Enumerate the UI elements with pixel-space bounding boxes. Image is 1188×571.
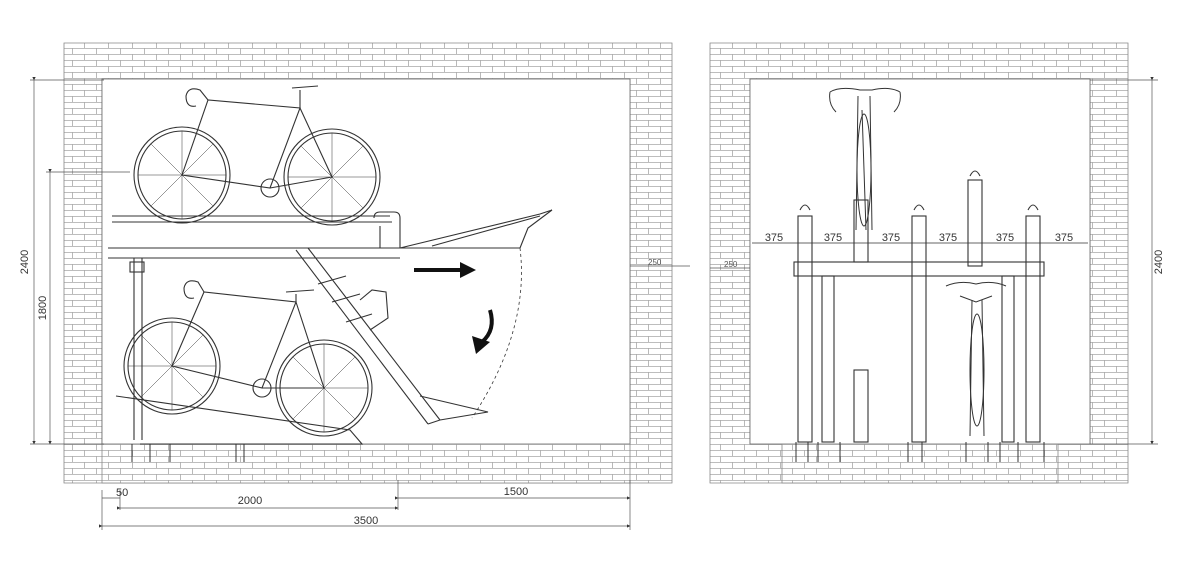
- upper-bike: [133, 85, 381, 226]
- dim-ceiling-gap: 250: [648, 258, 662, 267]
- dim-height-total: 2400: [19, 250, 31, 274]
- room-interior: [101, 78, 631, 445]
- floor-anchors: [131, 444, 245, 462]
- front-spacing-labels: 375 375 375 375 375 375: [765, 232, 1073, 244]
- front-dimension-lines: [710, 76, 1158, 445]
- front-upper-bike: [829, 87, 901, 231]
- swing-down-arrow: [480, 309, 494, 344]
- upper-bike-front-wheel: [133, 126, 231, 224]
- front-spacing-3: 375: [882, 232, 900, 244]
- dim-offset-left: 50: [116, 487, 128, 499]
- upper-bike-rear-wheel: [283, 128, 381, 226]
- side-view: 2400 1800 50 2000 1500 3500 250: [19, 42, 690, 530]
- front-spacing-4: 375: [939, 232, 957, 244]
- front-floor-anchors: [795, 442, 1045, 462]
- floor-bricks: [101, 443, 631, 484]
- front-dim-offset-left: 250: [724, 260, 738, 269]
- front-floor-bricks: [781, 443, 1059, 484]
- front-spacing-5: 375: [996, 232, 1014, 244]
- front-spacing-1: 375: [765, 232, 783, 244]
- dim-pull-out: 1500: [504, 486, 528, 498]
- front-dim-height-total: 2400: [1153, 250, 1165, 274]
- front-lower-bike: [945, 281, 1007, 437]
- front-beam: [752, 242, 1088, 277]
- upper-deck: [108, 209, 553, 440]
- dim-total-length: 3500: [354, 515, 378, 527]
- front-spacing-2: 375: [824, 232, 842, 244]
- lower-bike: [115, 280, 373, 445]
- ramp: [295, 247, 489, 425]
- front-posts: [797, 170, 1041, 443]
- front-spacing-6: 375: [1055, 232, 1073, 244]
- lower-bike-front-wheel: [123, 317, 221, 415]
- side-dimension-lines: [30, 76, 690, 530]
- swing-arc: [471, 247, 522, 419]
- front-view: 375 375 375 375 375 375 250 2400: [709, 42, 1165, 484]
- dim-depth-rack: 2000: [238, 495, 262, 507]
- dim-height-lower: 1800: [37, 296, 49, 320]
